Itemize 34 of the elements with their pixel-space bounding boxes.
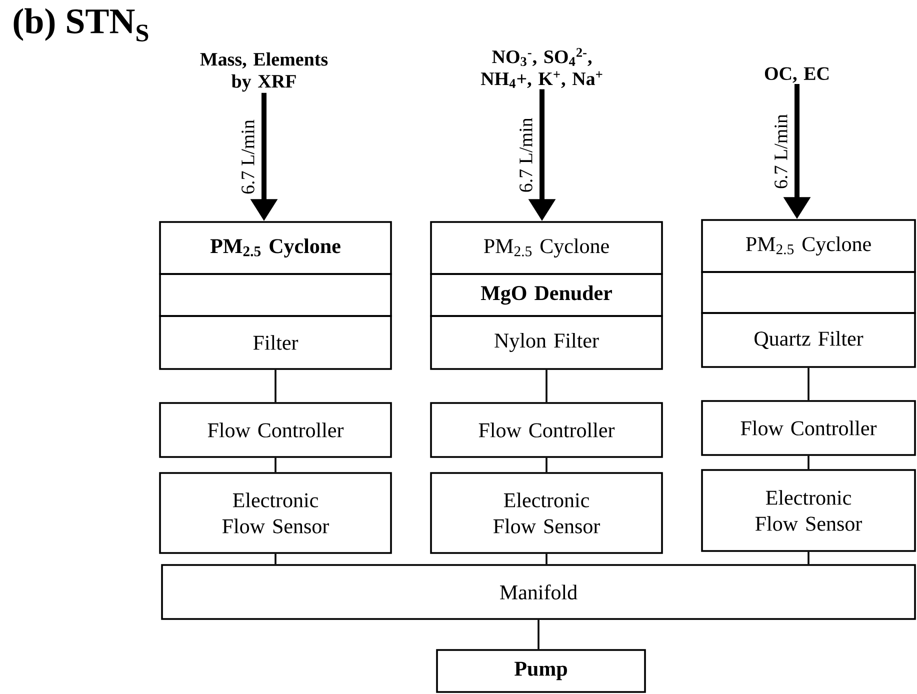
component-box: Filter [159,315,392,370]
component-box: Electronic Flow Sensor [430,472,663,554]
component-box: PM$_{2.5}$ Cyclone [701,219,916,273]
source-label: OC, EC [764,67,829,83]
component-box: MgO Denuder [430,273,663,317]
component-box: PM$_{2.5}$ Cyclone [159,221,392,275]
component-box: Flow Controller [430,402,663,458]
flow-rate-label: 6.7 L/min [774,114,788,188]
component-box: Nylon Filter [430,315,663,370]
empty-box [159,273,392,317]
connector-line [274,370,276,402]
component-box: Flow Controller [701,400,916,456]
connector-line [808,456,810,470]
title: (b) STN$_{S}$ [14,8,148,42]
component-box: PM$_{2.5}$ Cyclone [430,221,663,275]
component-box: Electronic Flow Sensor [701,469,916,552]
connector-line [274,458,276,472]
component-box: Quartz Filter [701,312,916,368]
source-label: NO$_{3}$$^{-}$, SO$_{4}$$^{2-}$, NH$_{4}$+, K$^{+}$, Na$^{+}$ [480,48,602,88]
flow-rate-label: 6.7 L/min [242,120,254,194]
source-label: Mass, Elements by XRF [200,52,328,92]
component-box: Manifold [161,564,916,620]
connector-line [274,554,276,564]
empty-box [701,271,916,314]
connector-line [546,370,548,402]
component-box: Pump [436,649,646,693]
connector-line [808,368,810,400]
flow-rate-label: 6.7 L/min [520,118,532,192]
connector-line [808,552,810,564]
component-box: Electronic Flow Sensor [159,472,392,554]
connector-line [546,458,548,472]
connector-line [538,620,540,650]
connector-line [546,554,548,564]
component-box: Flow Controller [159,402,392,458]
